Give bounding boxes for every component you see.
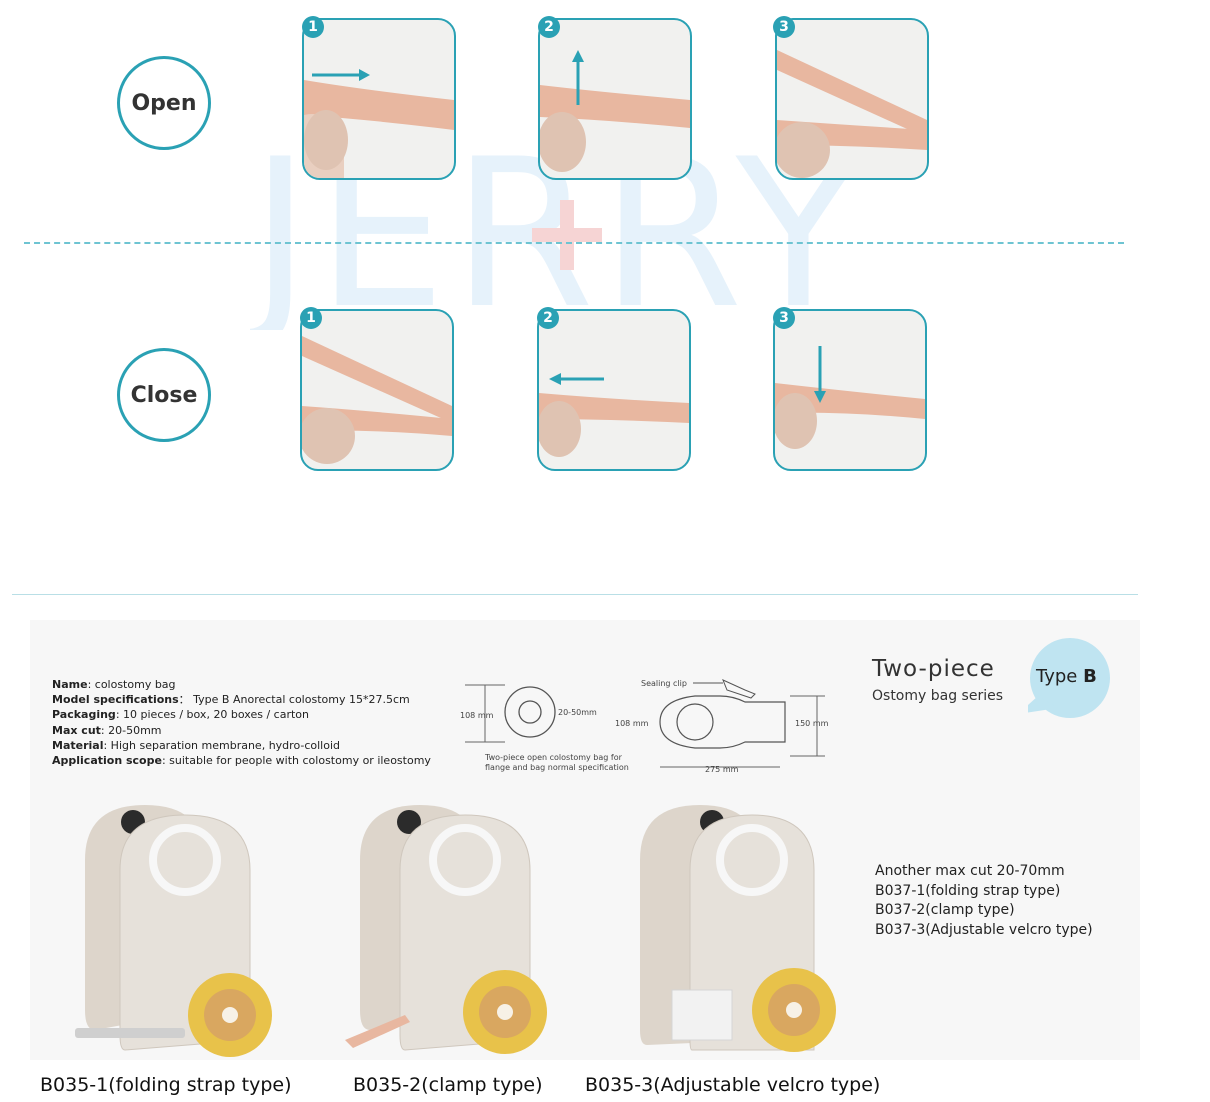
open-step-1-number: 1 bbox=[302, 16, 324, 38]
open-step-2-number: 2 bbox=[538, 16, 560, 38]
sealing-clip-label: Sealing clip bbox=[641, 679, 687, 688]
product-image-b035-2 bbox=[345, 805, 547, 1054]
close-step-2-photo bbox=[537, 309, 691, 471]
type-b-bubble bbox=[1028, 638, 1110, 718]
spec-list: Name: colostomy bag Model specifications… bbox=[52, 677, 431, 768]
bag-outline bbox=[659, 695, 786, 749]
close-label: Close bbox=[117, 348, 211, 442]
open-step-1-photo bbox=[302, 18, 456, 180]
caption-b035-1: B035-1(folding strap type) bbox=[40, 1074, 292, 1096]
open-step-3-number: 3 bbox=[773, 16, 795, 38]
flange-cut-label: 20-50mm bbox=[558, 708, 597, 717]
product-image-b035-3 bbox=[640, 805, 836, 1052]
type-b-label: Type B bbox=[1036, 666, 1097, 687]
additional-models: Another max cut 20-70mm B037-1(folding s… bbox=[875, 862, 1093, 940]
dimension-diagram: 108 mm 20-50mm Two-piece open colostomy … bbox=[460, 679, 829, 774]
spec-material: Material: High separation membrane, hydr… bbox=[52, 738, 341, 752]
diagram-caption-2: flange and bag normal specification bbox=[485, 763, 629, 772]
content-separator bbox=[12, 594, 1138, 595]
open-step-3-photo bbox=[775, 18, 929, 180]
extra-line-1: Another max cut 20-70mm bbox=[875, 863, 1065, 879]
flange-height-label: 108 mm bbox=[460, 711, 494, 720]
flange-inner bbox=[518, 700, 542, 724]
bag-height-label: 108 mm bbox=[615, 719, 649, 728]
diagram-caption-1: Two-piece open colostomy bag for bbox=[484, 753, 623, 762]
product-image-b035-1 bbox=[75, 805, 272, 1057]
section-divider bbox=[24, 242, 1124, 244]
spec-scope: Application scope: suitable for people w… bbox=[52, 754, 431, 768]
close-step-1-number: 1 bbox=[300, 307, 322, 329]
bag-opening bbox=[676, 703, 714, 741]
bag-length-label: 275 mm bbox=[705, 765, 739, 774]
bag-right-label: 150 mm bbox=[795, 719, 829, 728]
close-step-1-photo bbox=[300, 309, 454, 471]
close-step-3-number: 3 bbox=[773, 307, 795, 329]
series-subtitle: Ostomy bag series bbox=[872, 688, 1004, 704]
caption-b035-3: B035-3(Adjustable velcro type) bbox=[585, 1074, 881, 1096]
close-step-3-photo bbox=[773, 309, 927, 471]
spec-packaging: Packaging: 10 pieces / box, 20 boxes / c… bbox=[52, 708, 309, 722]
caption-b035-2: B035-2(clamp type) bbox=[353, 1074, 543, 1096]
extra-line-4: B037-3(Adjustable velcro type) bbox=[875, 921, 1093, 938]
series-title: Two-piece bbox=[872, 656, 995, 682]
spec-name: Name: colostomy bag bbox=[52, 678, 176, 691]
extra-line-2: B037-1(folding strap type) bbox=[875, 882, 1061, 899]
flange-outer bbox=[504, 686, 556, 738]
close-step-2-number: 2 bbox=[537, 307, 559, 329]
spec-max-cut: Max cut: 20-50mm bbox=[52, 723, 162, 737]
open-label: Open bbox=[117, 56, 211, 150]
open-step-2-photo bbox=[538, 18, 692, 180]
extra-line-3: B037-2(clamp type) bbox=[875, 902, 1015, 918]
spec-model: Model specifications： Type B Anorectal c… bbox=[52, 693, 410, 707]
